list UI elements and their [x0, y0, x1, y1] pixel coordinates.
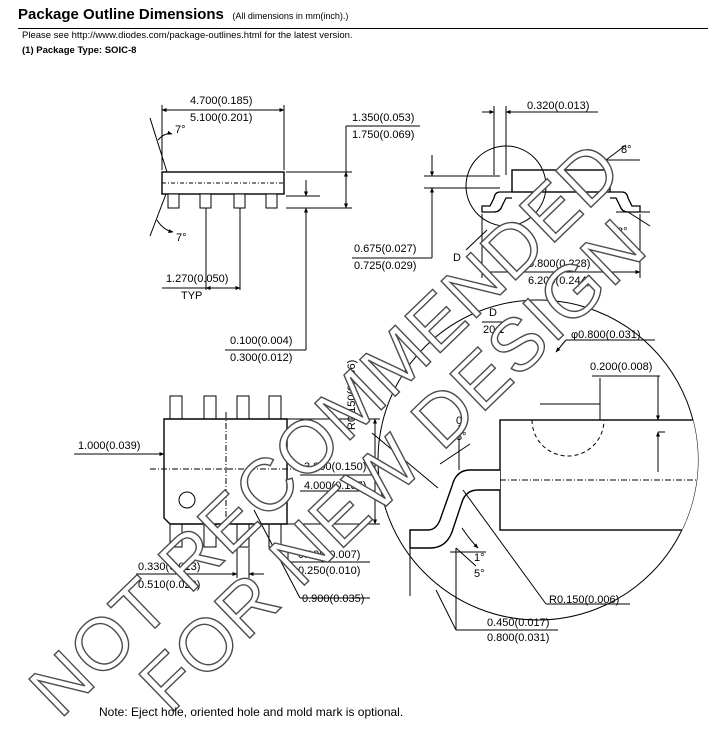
footer-note: Note: Eject hole, oriented hole and mold… [99, 705, 404, 719]
lead-width-max: 0.510(0.020) [138, 579, 200, 591]
chamfer-max: 0.250(0.010) [298, 565, 360, 577]
pitch-typ-label: TYP [181, 290, 202, 302]
angle-b-max: 5° [474, 568, 485, 580]
side-view [149, 105, 420, 351]
angle-top-label: 7° [175, 124, 186, 136]
detail-d-label: D [489, 307, 497, 319]
body-length-min: 5.100(0.201) [190, 112, 252, 124]
span-min: 5.800(0.228) [528, 258, 590, 270]
foot-length-min: 0.450(0.017) [487, 617, 549, 629]
end-view [352, 106, 651, 278]
foot-height-min: 0.675(0.027) [354, 243, 416, 255]
foot-length-max: 0.800(0.031) [487, 632, 549, 644]
pitch-label: 1.270(0.050) [166, 273, 228, 285]
page-header: Package Outline Dimensions (All dimensio… [18, 6, 708, 29]
height-max: 1.750(0.069) [352, 129, 414, 141]
angle-b-min: 1° [474, 552, 485, 564]
body-width-min: 3.800(0.150) [304, 461, 366, 473]
angle-a-max: 8° [456, 431, 467, 443]
angle-bottom-label: 7° [176, 232, 187, 244]
lead-thickness-label: 0.320(0.013) [527, 100, 589, 112]
span-max: 6.200(0.244) [528, 275, 590, 287]
package-type-label: (1) Package Type: SOIC-8 [22, 45, 137, 56]
units-note: (All dimensions in mm(inch).) [232, 11, 349, 21]
body-length-max: 4.700(0.185) [190, 95, 252, 107]
angle-a-min: 0° [456, 415, 467, 427]
detail-ref-label: D [453, 252, 461, 264]
standoff-min: 0.100(0.004) [230, 335, 292, 347]
page-title: Package Outline Dimensions [18, 6, 224, 23]
standoff-max: 0.300(0.012) [230, 352, 292, 364]
end-angle-top: 8° [621, 144, 632, 156]
lead-position-label: 0.900(0.035) [302, 593, 364, 605]
chamfer-min: 0.190(0.007) [298, 549, 360, 561]
foot-height-max: 0.725(0.029) [354, 260, 416, 272]
hole-depth-label: 0.200(0.008) [590, 361, 652, 373]
lead-offset-label: 1.000(0.039) [78, 440, 140, 452]
body-width-max: 4.000(0.157) [304, 480, 366, 492]
lead-width-min: 0.330(0.013) [138, 561, 200, 573]
radius-bottom-label: R0.150(0.006) [549, 594, 619, 606]
detail-d-view [371, 299, 699, 631]
plan-view [74, 395, 380, 599]
height-min: 1.350(0.053) [352, 112, 414, 124]
end-angle-bottom: 8° [617, 226, 628, 238]
radius-top-label: R0.150(0.006) [346, 360, 358, 430]
detail-scale-label: 20:1 [483, 324, 504, 336]
hole-diameter-label: φ0.800(0.031) [571, 329, 641, 341]
outline-url-line: Please see http://www.diodes.com/package… [22, 30, 353, 41]
